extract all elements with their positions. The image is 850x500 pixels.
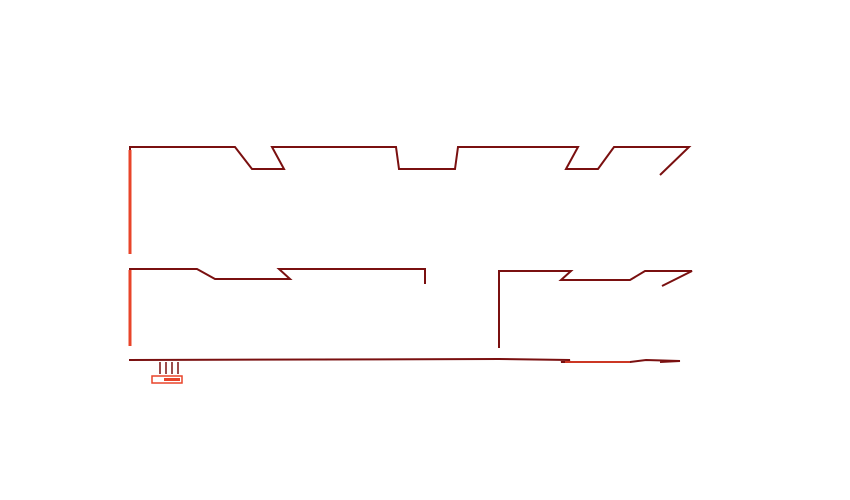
middle-left-outline (129, 268, 426, 346)
upper-outline (129, 146, 692, 254)
connector-block-icon (151, 362, 183, 384)
bottom-baseline (129, 357, 681, 363)
middle-right-outline (498, 270, 693, 348)
